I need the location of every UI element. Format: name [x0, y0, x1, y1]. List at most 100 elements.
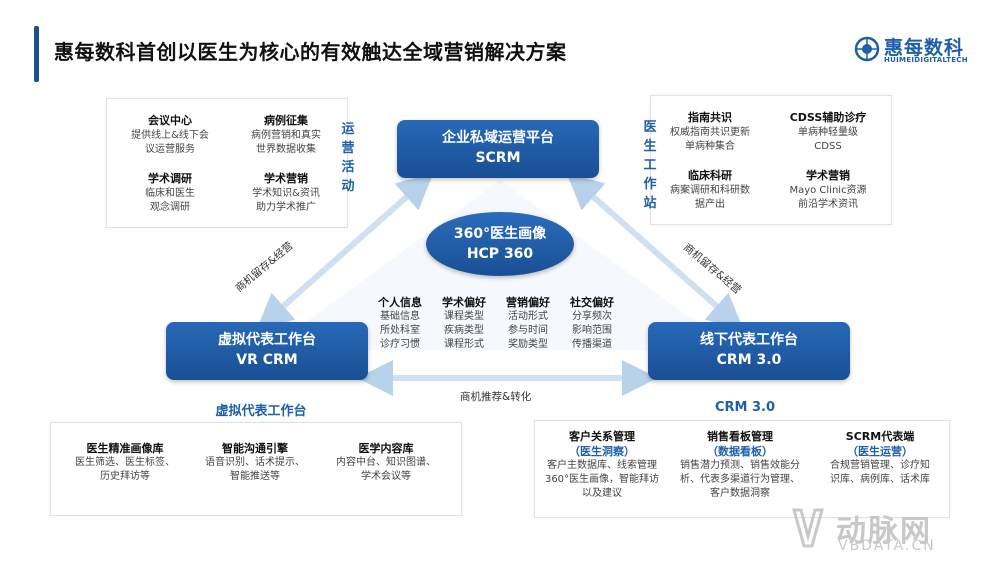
item-heading: 销售看板管理: [707, 430, 773, 443]
side-label-char: 工: [643, 158, 657, 173]
item-sublabel: （数据看板）: [707, 445, 773, 458]
node-title: 360°医生画像: [453, 226, 547, 242]
item-heading: 学术营销: [264, 172, 308, 185]
attr-item: 诊疗习惯: [380, 339, 420, 350]
watermark-logo-icon: [792, 508, 824, 548]
node-scrm: 企业私域运营平台 SCRM: [397, 120, 599, 178]
node-subtitle: VR CRM: [236, 352, 298, 368]
attr-item: 所处科室: [380, 325, 420, 336]
item-heading: 临床科研: [688, 169, 732, 182]
vr-section-title: 虚拟代表工作台: [215, 404, 307, 419]
attr-heading: 营销偏好: [506, 296, 550, 309]
node-crm3: 线下代表工作台 CRM 3.0: [648, 322, 850, 380]
item-desc: 语音识别、话术提示、: [205, 457, 305, 468]
item-desc: 助力学术推广: [256, 202, 316, 213]
item-meeting-center: 会议中心 提供线上&线下会 议运营服务: [115, 113, 225, 157]
item-desc: 析、代表多渠道行为管理、: [680, 474, 800, 485]
node-title: 虚拟代表工作台: [218, 332, 316, 348]
item-desc: 客户主数据库、线索管理: [547, 460, 657, 471]
item-desc: 议运营服务: [145, 144, 195, 155]
attr-item: 奖励类型: [508, 339, 548, 350]
item-academic-marketing: 学术营销 学术知识&资讯 助力学术推广: [231, 171, 341, 215]
attr-marketing-pref: 营销偏好 活动形式 参与时间 奖励类型: [494, 295, 562, 352]
item-heading: 会议中心: [148, 114, 192, 127]
item-scrm-rep: SCRM代表端 （医生运营） 合规营销管理、诊疗知 识库、病例库、话术库: [817, 429, 943, 487]
item-heading: 学术调研: [148, 172, 192, 185]
attr-heading: 学术偏好: [442, 296, 486, 309]
item-desc: Mayo Clinic资源: [789, 185, 867, 196]
item-desc: 学术会议等: [361, 471, 411, 482]
item-desc: CDSS: [814, 141, 842, 152]
workstation-side-label: 医 生 工 作 站: [642, 118, 658, 213]
item-heading: 学术营销: [806, 169, 850, 182]
edge-label-bottom: 商机推荐&转化: [460, 391, 532, 403]
logo-name: 惠每数科: [884, 37, 965, 59]
logo-subtitle: HUIMEIDIGITALTECH: [884, 56, 968, 64]
item-smart-engine: 智能沟通引擎 语音识别、话术提示、 智能推送等: [193, 441, 317, 484]
node-subtitle: SCRM: [475, 150, 521, 166]
crm-section-title: CRM 3.0: [714, 400, 776, 415]
attr-item: 活动形式: [508, 311, 548, 322]
item-guideline: 指南共识 权威指南共识更新 单病种集合: [655, 110, 765, 154]
item-academic-research: 学术调研 临床和医生 观念调研: [115, 171, 225, 215]
attr-item: 分享频次: [572, 311, 612, 322]
item-desc: 病例营销和真实: [251, 130, 321, 141]
item-desc: 世界数据收集: [256, 144, 316, 155]
attr-item: 传播渠道: [572, 339, 612, 350]
item-desc: 以及建议: [582, 488, 622, 499]
side-label-char: 作: [643, 177, 657, 192]
node-subtitle: CRM 3.0: [716, 352, 782, 368]
item-heading: 客户关系管理: [569, 430, 635, 443]
attr-item: 课程类型: [444, 311, 484, 322]
attr-heading: 社交偏好: [570, 296, 614, 309]
attr-item: 疾病类型: [444, 325, 484, 336]
node-subtitle: HCP 360: [466, 246, 534, 262]
item-cdss: CDSS辅助诊疗 单病种轻量级 CDSS: [773, 110, 883, 154]
item-desc: 单病种轻量级: [798, 127, 858, 138]
item-heading: 医学内容库: [358, 442, 414, 455]
attr-personal-info: 个人信息 基础信息 所处科室 诊疗习惯: [366, 295, 434, 352]
item-desc: 权威指南共识更新: [670, 127, 750, 138]
item-heading: 指南共识: [688, 111, 732, 124]
item-heading: 病例征集: [264, 114, 308, 127]
item-desc: 医生筛选、医生标签、: [75, 457, 175, 468]
item-desc: 内容中台、知识图谱、: [336, 457, 436, 468]
item-doctor-profile-db: 医生精准画像库 医生筛选、医生标签、 历史拜访等: [59, 441, 191, 484]
item-desc: 病案调研和科研数: [670, 185, 750, 196]
item-heading: 医生精准画像库: [86, 442, 164, 455]
operations-panel: 会议中心 提供线上&线下会 议运营服务 病例征集 病例营销和真实 世界数据收集 …: [106, 98, 348, 228]
page-title: 惠每数科首创以医生为核心的有效触达全域营销解决方案: [54, 40, 567, 64]
side-label-char: 站: [643, 196, 657, 211]
side-label-char: 动: [341, 179, 355, 194]
item-desc: 智能推送等: [230, 471, 280, 482]
operations-side-label: 运 营 活 动: [340, 120, 356, 196]
attr-item: 课程形式: [444, 339, 484, 350]
item-desc: 合规营销管理、诊疗知: [830, 460, 930, 471]
watermark-text: 动脉网: [836, 514, 932, 549]
item-sales-dashboard: 销售看板管理 （数据看板） 销售潜力预测、销售效能分 析、代表多渠道行为管理、 …: [673, 429, 807, 501]
item-heading: CDSS辅助诊疗: [789, 111, 867, 124]
side-label-char: 营: [341, 141, 355, 156]
item-heading: SCRM代表端: [845, 430, 915, 443]
item-customer-relation: 客户关系管理 （医生洞察） 客户主数据库、线索管理 360°医生画像，智能拜访 …: [539, 429, 665, 501]
side-label-char: 生: [643, 139, 657, 154]
watermark-subtext: VBDATA.CN: [838, 538, 936, 554]
crm-section-panel: 客户关系管理 （医生洞察） 客户主数据库、线索管理 360°医生画像，智能拜访 …: [534, 420, 950, 518]
side-label-char: 运: [341, 122, 355, 137]
item-academic-marketing-right: 学术营销 Mayo Clinic资源 前沿学术资讯: [773, 168, 883, 212]
item-desc: 360°医生画像，智能拜访: [544, 474, 660, 485]
item-sublabel: （医生运营）: [847, 445, 913, 458]
attr-social-pref: 社交偏好 分享频次 影响范围 传播渠道: [558, 295, 626, 352]
item-clinical-research: 临床科研 病案调研和科研数 据产出: [655, 168, 765, 212]
item-desc: 单病种集合: [685, 141, 735, 152]
item-sublabel: （医生洞察）: [569, 445, 635, 458]
item-desc: 历史拜访等: [100, 471, 150, 482]
title-accent-bar: [34, 26, 39, 82]
node-vr-crm: 虚拟代表工作台 VR CRM: [166, 322, 368, 380]
logo-icon: [854, 36, 880, 62]
item-case-collection: 病例征集 病例营销和真实 世界数据收集: [231, 113, 341, 157]
attr-item: 参与时间: [508, 325, 548, 336]
item-desc: 前沿学术资讯: [798, 199, 858, 210]
vr-section-panel: 医生精准画像库 医生筛选、医生标签、 历史拜访等 智能沟通引擎 语音识别、话术提…: [50, 422, 462, 516]
attr-item: 影响范围: [572, 325, 612, 336]
